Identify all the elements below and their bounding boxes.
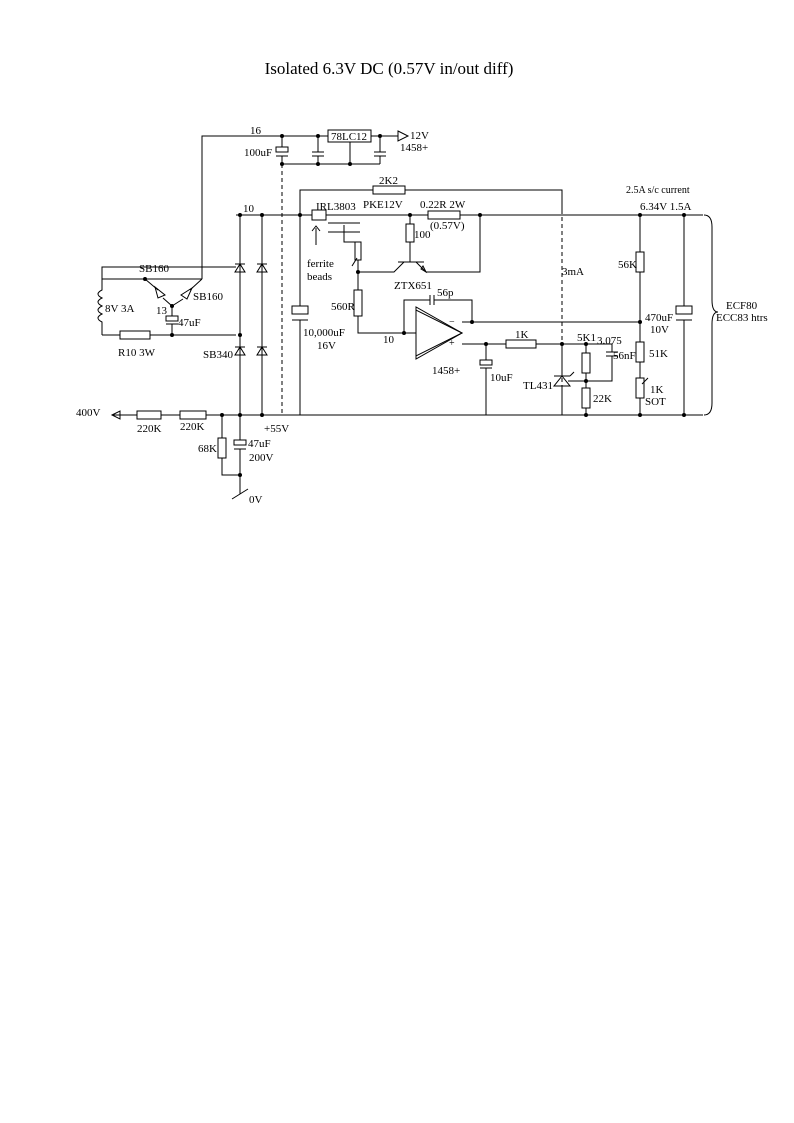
node-16-label: 16 <box>250 125 262 137</box>
transformer-section <box>97 266 236 340</box>
regulator-12v-section <box>201 129 410 415</box>
transformer-label: 8V 3A <box>105 303 134 315</box>
node-10-top-label: 10 <box>243 203 255 215</box>
sc-current-label: 2.5A s/c current <box>626 185 690 196</box>
pke12v-label: PKE12V <box>363 199 403 211</box>
r220k-b-label: 220K <box>180 421 205 433</box>
svg-text:−: − <box>449 317 455 328</box>
resistor-220k-a <box>136 410 162 420</box>
node-13-label: 13 <box>156 305 168 317</box>
drop-label: (0.57V) <box>430 220 465 232</box>
opamp: − + <box>402 295 640 360</box>
ecc83-label: ECC83 htrs <box>716 312 768 324</box>
v0-label: 0V <box>249 494 263 506</box>
node-10-op-label: 10 <box>383 334 395 346</box>
reservoir-cap <box>291 213 309 415</box>
ztx651-limiter <box>358 213 481 274</box>
svg-text:+: + <box>449 338 455 349</box>
opamp-label: 1458+ <box>432 365 460 377</box>
r2k2-label: 2K2 <box>379 175 398 187</box>
resistor-r10 <box>119 330 151 340</box>
divider-5k1-22k <box>581 342 618 417</box>
reference-filter <box>479 339 602 415</box>
tl431-label: TL431 <box>523 380 553 392</box>
r56k-label: 56K <box>618 259 637 271</box>
pass-transistor <box>311 209 703 290</box>
r1k-a-label: 1K <box>515 329 529 341</box>
c56n-label: 56nF <box>613 350 636 362</box>
r022-label: 0.22R 2W <box>420 199 466 211</box>
c470-volt-label: 10V <box>650 324 669 336</box>
c47-200-volt-label: 200V <box>249 452 274 464</box>
sb340-label: SB340 <box>203 349 233 361</box>
output-divider <box>635 213 649 417</box>
v400-label: 400V <box>76 407 101 419</box>
irl3803-label: IRL3803 <box>316 201 356 213</box>
output-cap <box>675 213 693 417</box>
r68k-label: 68K <box>198 443 217 455</box>
r1k-b-label: 1K <box>650 384 664 396</box>
ht-tap <box>110 410 249 500</box>
c56p-label: 56p <box>437 287 454 299</box>
out-12v-label: 12V <box>410 130 429 142</box>
c10uf-label: 10uF <box>490 372 513 384</box>
r10-label: R10 3W <box>118 347 156 359</box>
cap-47uf-label: 47uF <box>178 317 201 329</box>
resistor-1k-a <box>505 339 537 349</box>
c470-label: 470uF <box>645 312 673 324</box>
sb160-a-label: SB160 <box>139 263 169 275</box>
resistor-220k-b <box>179 410 207 420</box>
r22k-label: 22K <box>593 393 612 405</box>
r220k-a-label: 220K <box>137 423 162 435</box>
r51k-label: 51K <box>649 348 668 360</box>
ztx651-label: ZTX651 <box>394 280 432 292</box>
ma-label: 3mA <box>562 266 584 278</box>
schematic-title: Isolated 6.3V DC (0.57V in/out diff) <box>265 59 514 78</box>
beads-label: beads <box>307 271 332 283</box>
out-1458-label: 1458+ <box>400 142 428 154</box>
cap-10000-volt-label: 16V <box>317 340 336 352</box>
tl431-reference <box>552 342 586 415</box>
cap-10000-label: 10,000uF <box>303 327 345 339</box>
ecf80-label: ECF80 <box>726 300 758 312</box>
resistor-022r <box>427 210 461 220</box>
r100-label: 100 <box>414 229 431 241</box>
vout-top-label: 6.34V 1.5A <box>640 201 691 213</box>
ferrite-label: ferrite <box>307 258 334 270</box>
sot-label: SOT <box>645 396 666 408</box>
gate-resistor <box>353 270 416 334</box>
sb160-b-label: SB160 <box>193 291 223 303</box>
regulator-label: 78LC12 <box>331 131 367 143</box>
bridge-rectifier <box>234 213 268 417</box>
load-brace <box>703 214 719 416</box>
c47-200-label: 47uF <box>248 438 271 450</box>
v3075-label: 3.075 <box>597 335 622 347</box>
v55-label: +55V <box>264 423 289 435</box>
cap-100uf-label: 100uF <box>244 147 272 159</box>
r560-label: 560R <box>331 301 356 313</box>
r2k2-branch <box>299 185 563 415</box>
r5k1-label: 5K1 <box>577 332 596 344</box>
